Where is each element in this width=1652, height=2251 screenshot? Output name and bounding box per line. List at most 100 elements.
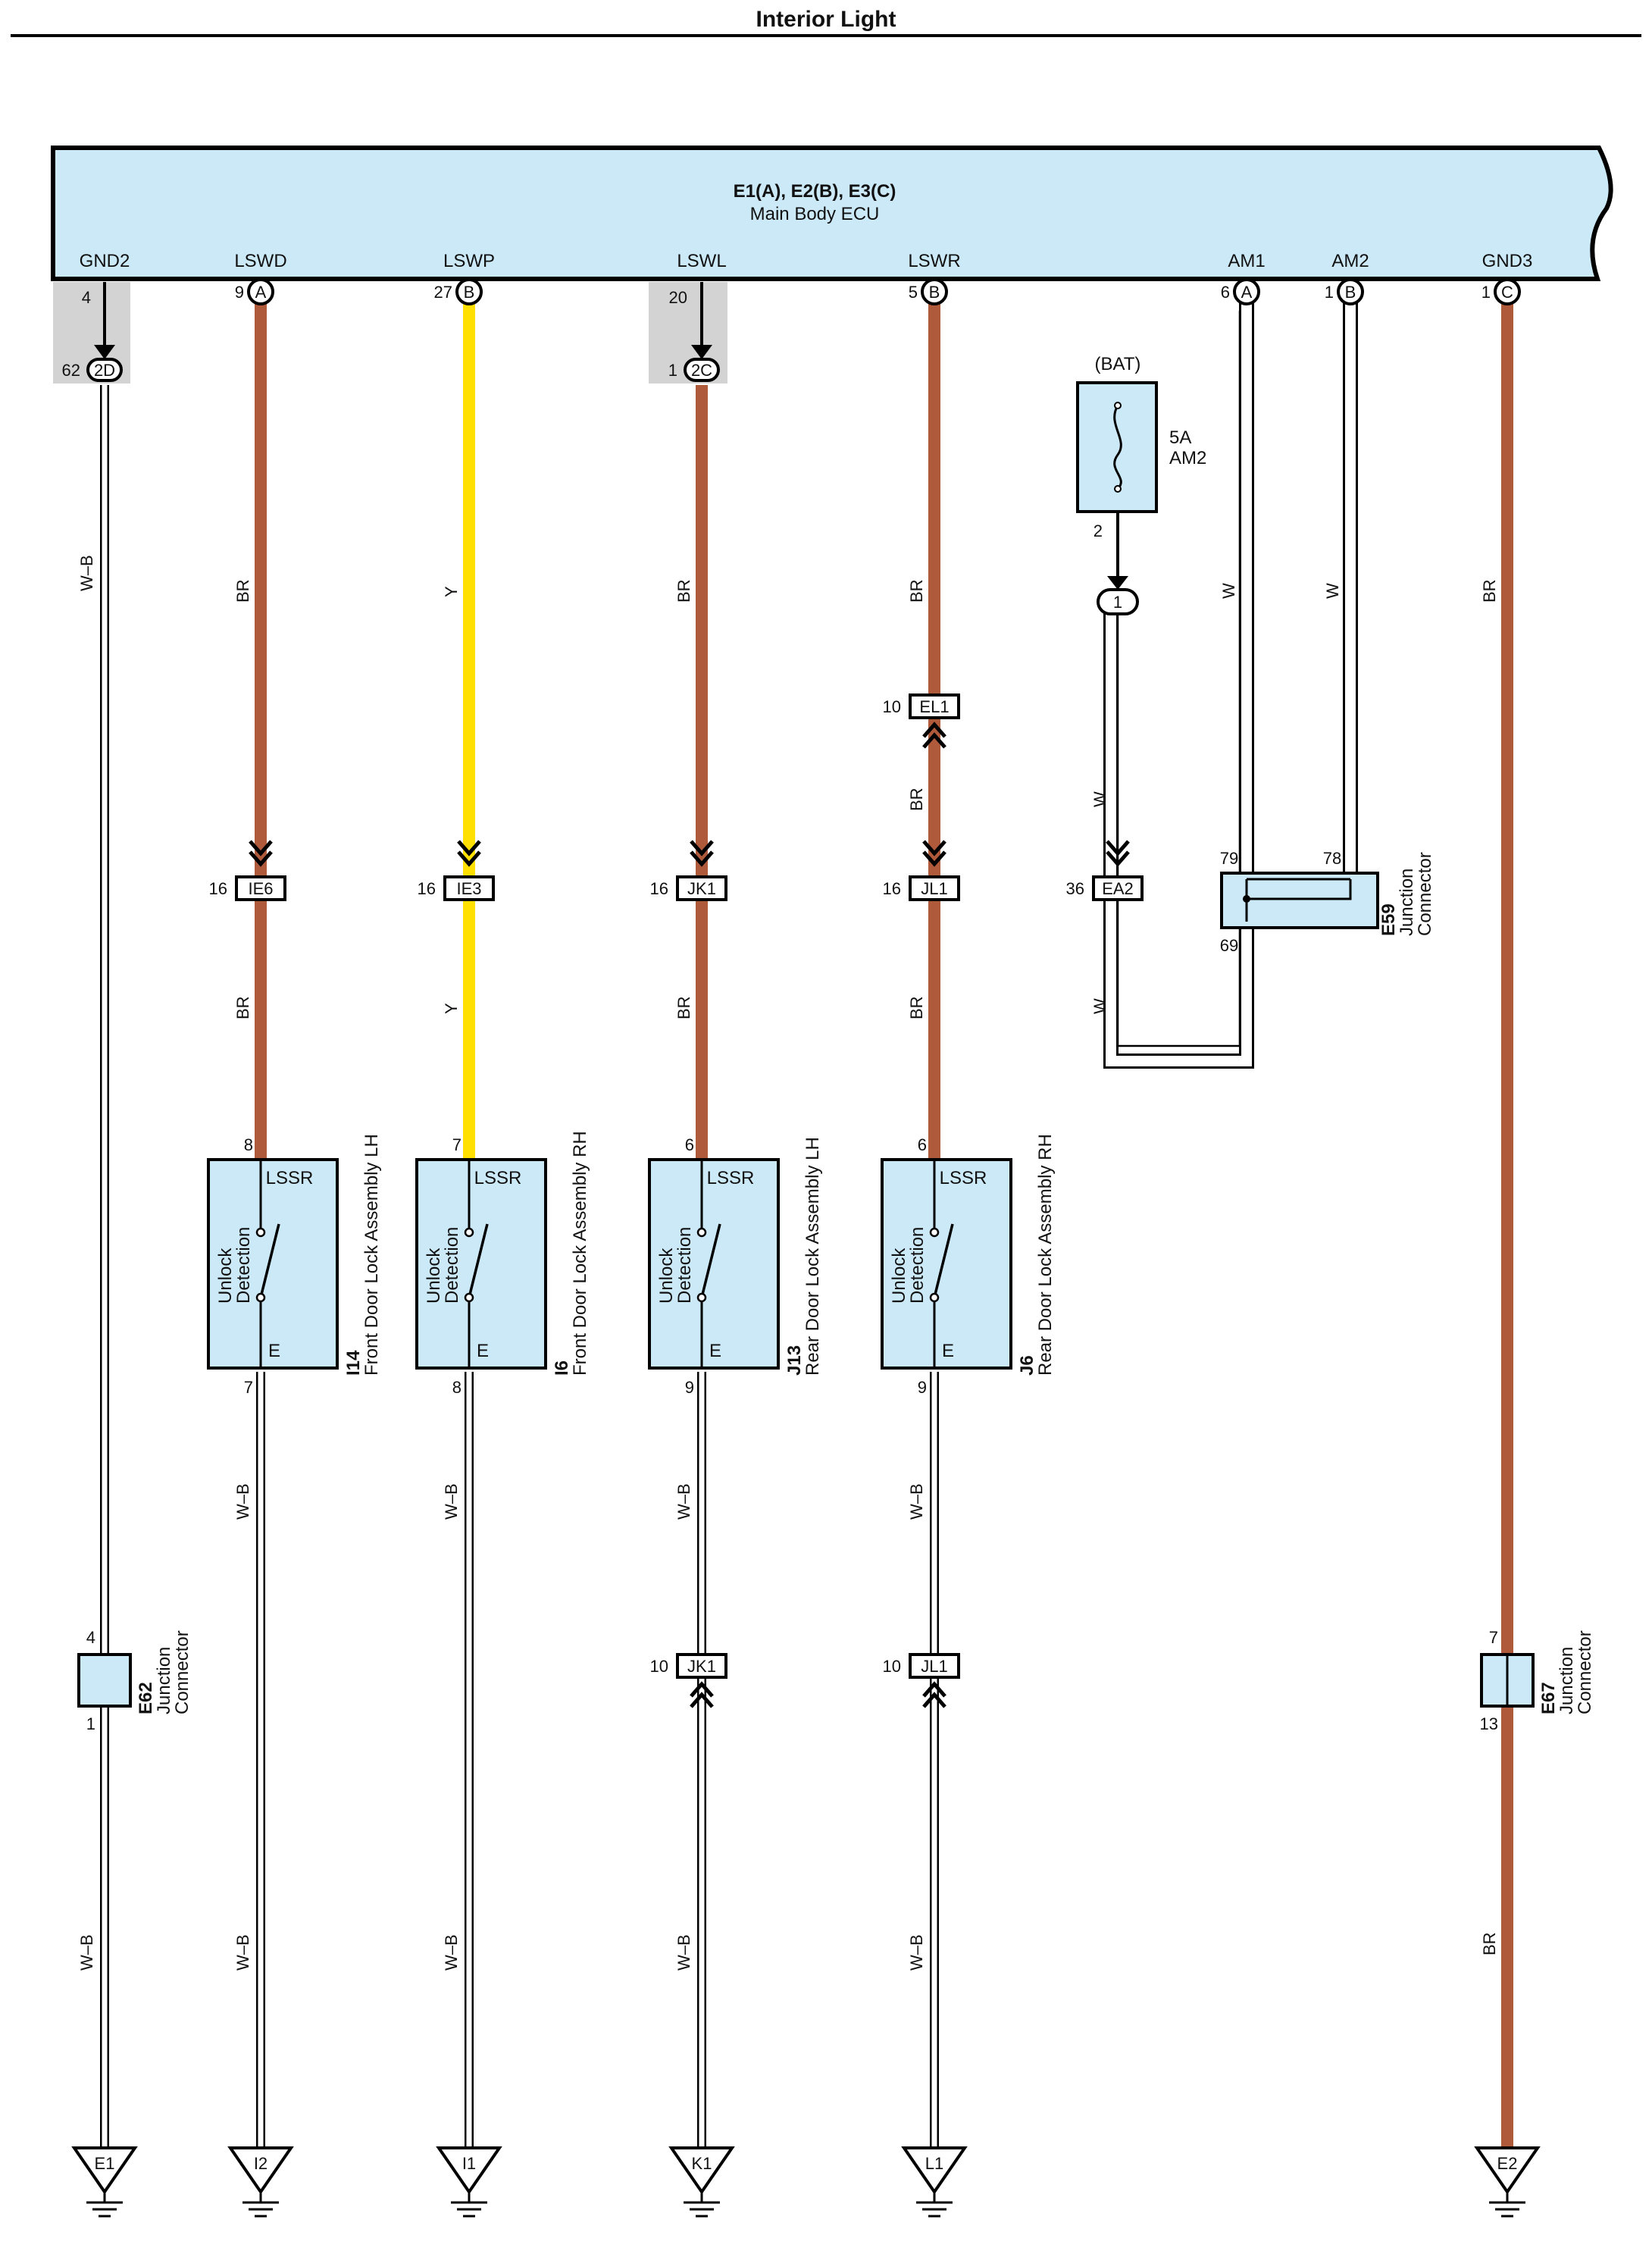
switch-j13: LSSR E Unlock Detection 6 9 J13 Rear Doo… <box>648 1135 823 1397</box>
gnd2-pin-number: 4 <box>82 288 91 307</box>
pin-conn-letter: B <box>464 283 475 302</box>
wire-label-wb: W–B <box>674 1934 693 1971</box>
connector-id: EL1 <box>919 697 949 716</box>
fuse-conn: 1 <box>1113 593 1122 612</box>
switch-code: I6 <box>552 1360 572 1376</box>
inline-connector-jk1-bottom: JK1 10 <box>650 1653 727 1708</box>
wire-label-br: BR <box>674 579 693 603</box>
ground-label: E2 <box>1497 2154 1518 2173</box>
switch-code: J13 <box>784 1345 805 1376</box>
e59-label: E59 Junction Connector <box>1378 852 1435 936</box>
ground-label: K1 <box>692 2154 712 2173</box>
connector-id: JL1 <box>921 879 947 898</box>
wire-label-br: BR <box>233 996 252 1019</box>
wire-label-wb: W–B <box>907 1934 926 1971</box>
terminal-lswd: LSWD <box>234 251 286 271</box>
junction-connector-e67: 7 13 E67 Junction Connector <box>1480 1628 1595 1733</box>
switch-j6: LSSR E Unlock Detection 6 9 J6 Rear Door… <box>881 1134 1056 1397</box>
switch-pin-top: 7 <box>452 1135 461 1154</box>
junction-connector-e62: 4 1 E62 Junction Connector <box>77 1628 192 1733</box>
ecu-pin-lswr: B 5 <box>909 278 948 305</box>
wire-label-wb: W–B <box>442 1483 461 1520</box>
switch-label-lssr: LSSR <box>707 1168 755 1188</box>
junction-2d: 2D 62 <box>62 345 123 382</box>
junction-line1: Junction <box>1397 869 1417 936</box>
pin-number: 9 <box>235 283 244 302</box>
fuse-source: (BAT) <box>1095 354 1141 374</box>
inline-connector-el1: EL1 10 <box>883 693 960 749</box>
terminal-gnd3: GND3 <box>1482 251 1533 271</box>
fuse-pin: 2 <box>1094 521 1103 540</box>
ecu-pin-am1: A 6 <box>1221 278 1260 305</box>
e67-pin-bottom: 13 <box>1480 1714 1498 1733</box>
switch-func1: Unlock <box>215 1248 236 1304</box>
switch-pin-bottom: 9 <box>918 1378 927 1397</box>
pin-conn-letter: C <box>1501 283 1513 302</box>
junction-code: E59 <box>1378 903 1399 936</box>
e62-pin-bottom: 1 <box>86 1714 95 1733</box>
pin-number: 1 <box>1325 283 1334 302</box>
fuse-am2: (BAT) 5A AM2 2 1 <box>1076 354 1206 615</box>
main-body-ecu-box <box>51 146 1613 281</box>
inline-connector-ea2: EA2 36 <box>1066 840 1144 901</box>
switch-pin-top: 6 <box>685 1135 694 1154</box>
switch-label-e: E <box>477 1341 489 1361</box>
connector-pin: 36 <box>1066 879 1084 898</box>
ground-label: I2 <box>254 2154 268 2173</box>
ecu-pin-lswp: B 27 <box>434 278 483 305</box>
switch-func1: Unlock <box>656 1248 677 1304</box>
wire-label-y: Y <box>442 1003 461 1014</box>
switch-pin-bottom: 7 <box>244 1378 253 1397</box>
junction-line1: Junction <box>1557 1647 1577 1714</box>
junction-code: E62 <box>136 1682 156 1714</box>
switch-name: Rear Door Lock Assembly LH <box>803 1137 823 1376</box>
switch-label-lssr: LSSR <box>266 1168 314 1188</box>
wire-label-w: W <box>1090 998 1109 1014</box>
switch-i14: LSSR E Unlock Detection 8 7 I14 Front Do… <box>207 1134 382 1397</box>
wire-am-w <box>1103 303 1358 1069</box>
wire-label-y: Y <box>442 586 461 597</box>
wire-label-br: BR <box>233 579 252 603</box>
wire-label-br: BR <box>1480 1932 1499 1955</box>
wire-label-br: BR <box>1480 579 1499 603</box>
ground-label: I1 <box>462 2154 476 2173</box>
ground-e1: E1 <box>71 2146 138 2218</box>
pin-number: 5 <box>909 283 918 302</box>
pin-number: 27 <box>434 283 452 302</box>
switch-func2: Detection <box>442 1227 462 1304</box>
switch-func2: Detection <box>674 1227 695 1304</box>
switch-label-lssr: LSSR <box>474 1168 522 1188</box>
wire-label-br: BR <box>907 579 926 603</box>
junction-pin: 62 <box>62 361 80 380</box>
fuse-name: AM2 <box>1169 448 1206 468</box>
e67-pin-top: 7 <box>1489 1628 1498 1647</box>
junction-line2: Connector <box>1415 852 1435 936</box>
switch-func1: Unlock <box>424 1248 444 1304</box>
junction-2c: 2C 1 <box>668 345 720 382</box>
wire-label-wb: W–B <box>77 555 96 591</box>
junction-line2: Connector <box>1575 1630 1595 1714</box>
ecu-pin-gnd3: C 1 <box>1481 278 1521 305</box>
connector-pin: 10 <box>883 697 901 716</box>
switch-pin-top: 8 <box>244 1135 253 1154</box>
connector-pin: 16 <box>418 879 436 898</box>
wire-label-wb: W–B <box>77 1934 96 1971</box>
switch-name: Front Door Lock Assembly RH <box>570 1131 590 1376</box>
terminal-am2: AM2 <box>1331 251 1369 271</box>
junction-code: E67 <box>1538 1682 1559 1714</box>
wire-label-wb: W–B <box>233 1934 252 1971</box>
pin-conn-letter: A <box>1241 283 1253 302</box>
ground-l1: L1 <box>901 2146 968 2218</box>
wire-label-br: BR <box>907 787 926 811</box>
connector-id: IE3 <box>456 879 481 898</box>
terminal-lswl: LSWL <box>677 251 726 271</box>
wire-label-w: W <box>1219 583 1238 599</box>
junction-line2: Connector <box>172 1630 192 1714</box>
switch-label-lssr: LSSR <box>940 1168 987 1188</box>
wire-label-wb: W–B <box>907 1483 926 1520</box>
page-title: Interior Light <box>756 7 896 32</box>
junction-connector-e59: 79 78 69 <box>1220 849 1379 955</box>
wire-label-w: W <box>1323 583 1342 599</box>
inline-connector-ie6: IE6 16 <box>209 840 286 901</box>
